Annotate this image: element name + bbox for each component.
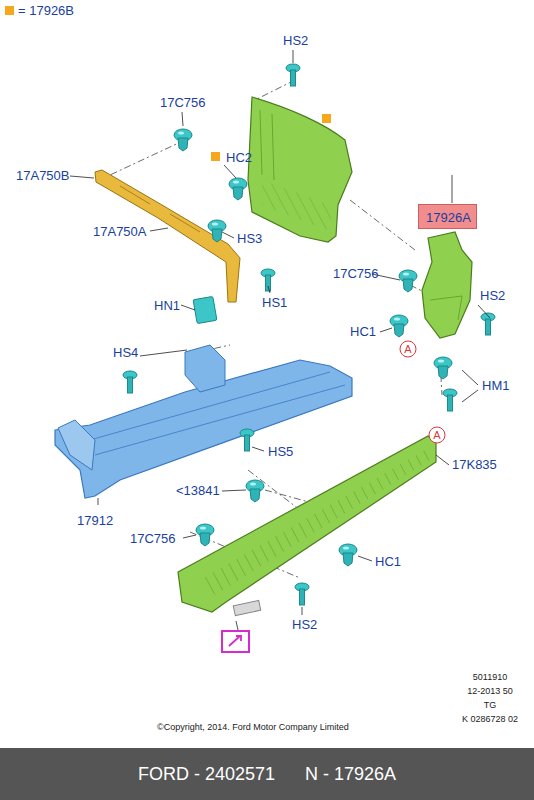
callout-number: 17912	[77, 513, 113, 528]
callout-number: HS2	[480, 288, 505, 303]
node-text: N - 17926A	[305, 764, 396, 785]
footer-band: FORD - 2402571 N - 17926A	[0, 748, 534, 800]
callout-number: <13841	[176, 483, 220, 498]
callout-number: 17C756	[130, 531, 176, 546]
callout-number: HC2	[226, 150, 252, 165]
node-text: FORD - 2402571	[138, 764, 275, 785]
callout-number: HS5	[268, 444, 293, 459]
drawing-note: ©Copyright, 2014. Ford Motor Company Lim…	[157, 722, 349, 733]
callout-number: 17A750A	[93, 224, 147, 239]
callout-number: 17K835	[452, 457, 497, 472]
drawing-note: 5011910	[473, 672, 507, 683]
callout-number: HN1	[154, 298, 180, 313]
drawing-note: K 0286728 02	[462, 714, 518, 725]
callout-number: 17A750B	[16, 168, 70, 183]
callout-number: HC1	[375, 554, 401, 569]
legend-text: = 17926B	[18, 3, 74, 18]
reference-marker: A	[404, 343, 411, 355]
callout-number: HS2	[292, 617, 317, 632]
legend-entry: = 17926B	[5, 3, 74, 18]
callout-number: HS1	[262, 295, 287, 310]
part-number-box: 17926A	[418, 204, 477, 229]
callout-number: HS4	[113, 345, 138, 360]
callout-number: 17C756	[333, 266, 379, 281]
node-text: 17926A	[426, 210, 469, 225]
callout-number: HC1	[350, 324, 376, 339]
drawing-note: TG	[484, 700, 497, 711]
callout-number: 17C756	[160, 95, 206, 110]
reference-marker: A	[433, 429, 440, 441]
drawing-note: 12-2013 50	[467, 686, 513, 697]
callout-number: HS3	[237, 231, 262, 246]
callout-number: HS2	[283, 33, 308, 48]
legend-swatch	[5, 6, 14, 15]
callout-number: HM1	[482, 378, 509, 393]
